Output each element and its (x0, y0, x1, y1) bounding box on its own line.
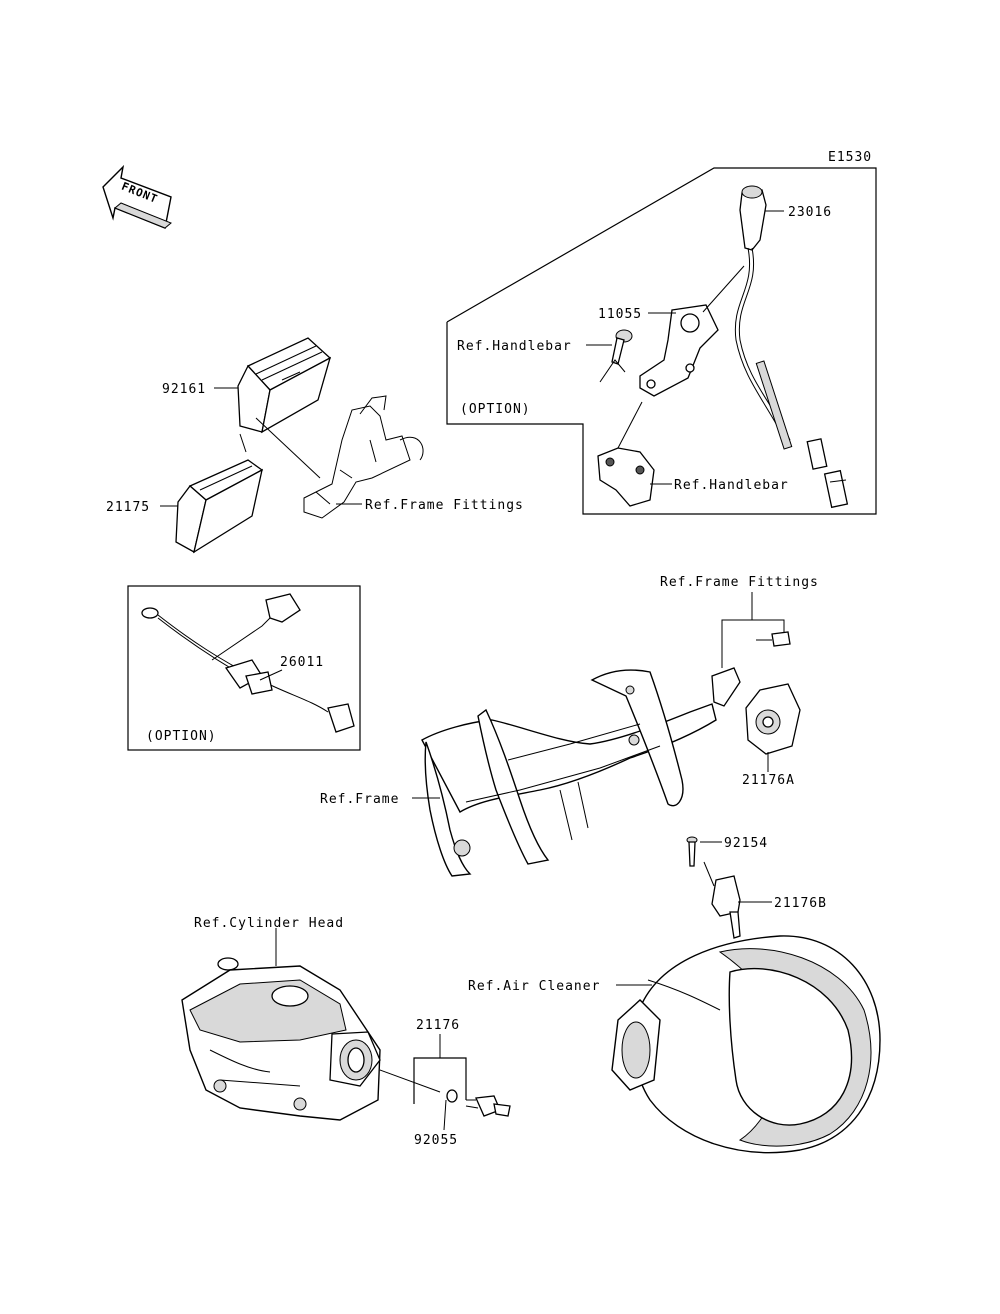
front-arrow-icon: FRONT (102, 164, 172, 229)
part-21176-sensor (465, 1095, 511, 1117)
label-21176B: 21176B (774, 896, 827, 911)
label-92154: 92154 (724, 836, 768, 851)
part-92154-screw (686, 836, 698, 867)
part-92055-washer (446, 1089, 458, 1103)
label-ref-handlebar-bottom: Ref.Handlebar (674, 478, 789, 493)
label-option-top: (OPTION) (460, 402, 531, 417)
option-box-left (127, 585, 361, 751)
option-box-top (446, 167, 877, 515)
label-option-left: (OPTION) (146, 729, 217, 744)
part-21176B-sensor (711, 875, 741, 939)
air-cleaner-drawing (611, 935, 881, 1154)
label-92055: 92055 (414, 1133, 458, 1148)
diagram-code: E1530 (828, 150, 872, 165)
label-ref-handlebar-top: Ref.Handlebar (457, 339, 572, 354)
label-ref-frame: Ref.Frame (320, 792, 399, 807)
part-21176A-sensor (711, 631, 801, 755)
label-21176: 21176 (416, 1018, 460, 1033)
label-11055: 11055 (598, 307, 642, 322)
screw-icon (611, 329, 633, 365)
label-ref-frame-fittings-2: Ref.Frame Fittings (660, 575, 819, 590)
handlebar-clamp (597, 447, 655, 507)
cylinder-head-drawing (181, 957, 381, 1121)
label-23016: 23016 (788, 205, 832, 220)
part-92161-ecu-cover (237, 337, 332, 434)
label-21176A: 21176A (742, 773, 795, 788)
part-11055-bracket (639, 304, 719, 397)
label-ref-cylinder-head: Ref.Cylinder Head (194, 916, 344, 931)
label-26011: 26011 (280, 655, 324, 670)
label-92161: 92161 (162, 382, 206, 397)
frame-drawing (421, 669, 717, 877)
part-21175-ecu (175, 459, 264, 554)
part-26011-harness (141, 593, 355, 733)
label-ref-frame-fittings-1: Ref.Frame Fittings (365, 498, 524, 513)
label-ref-air-cleaner: Ref.Air Cleaner (468, 979, 600, 994)
part-23016-switch (734, 185, 849, 509)
ecu-bracket (303, 395, 424, 519)
label-21175: 21175 (106, 500, 150, 515)
